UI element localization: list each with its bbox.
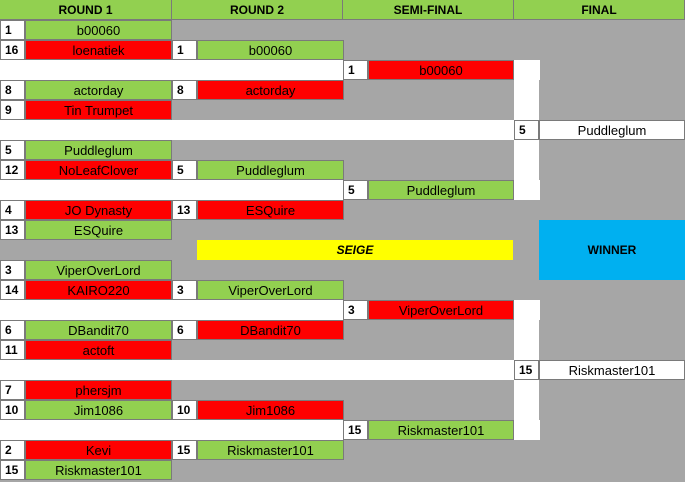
round-2-entry-seed: 6	[172, 320, 197, 340]
semi-final-entry-name: ViperOverLord	[368, 300, 514, 320]
round-1-entry-name: Tin Trumpet	[25, 100, 172, 120]
semi-final-entry-seed: 15	[343, 420, 368, 440]
round-2-entry-name: Puddleglum	[197, 160, 344, 180]
round-2-entry-seed: 5	[172, 160, 197, 180]
round-1-entry-seed: 10	[0, 400, 25, 420]
round-1-entry-seed: 6	[0, 320, 25, 340]
final-entry-seed: 5	[514, 120, 539, 140]
header-round-1: ROUND 1	[0, 0, 172, 20]
round-1-entry-name: KAIRO220	[25, 280, 172, 300]
semi-final-entry-seed: 5	[343, 180, 368, 200]
round-1-entry-seed: 9	[0, 100, 25, 120]
round-2-entry-name: ESQuire	[197, 200, 344, 220]
round-2-entry-seed: 10	[172, 400, 197, 420]
round-1-entry-name: actorday	[25, 80, 172, 100]
round-1-entry-seed: 12	[0, 160, 25, 180]
row-band	[0, 120, 540, 140]
round-2-entry-seed: 15	[172, 440, 197, 460]
round-1-entry-seed: 1	[0, 20, 25, 40]
seige-banner: SEIGE	[197, 240, 513, 260]
round-2-entry-name: actorday	[197, 80, 344, 100]
round-1-entry-name: Jim1086	[25, 400, 172, 420]
round-2-entry-seed: 3	[172, 280, 197, 300]
round-1-entry-seed: 4	[0, 200, 25, 220]
round-1-entry-name: phersjm	[25, 380, 172, 400]
semi-final-entry-name: b00060	[368, 60, 514, 80]
semi-final-entry-name: Riskmaster101	[368, 420, 514, 440]
row-band	[0, 360, 540, 380]
round-1-entry-seed: 5	[0, 140, 25, 160]
round-1-entry-name: actoft	[25, 340, 172, 360]
round-1-entry-seed: 3	[0, 260, 25, 280]
round-1-entry-name: DBandit70	[25, 320, 172, 340]
round-1-entry-seed: 8	[0, 80, 25, 100]
round-1-entry-seed: 14	[0, 280, 25, 300]
round-1-entry-name: ViperOverLord	[25, 260, 172, 280]
round-2-entry-name: ViperOverLord	[197, 280, 344, 300]
round-1-entry-seed: 11	[0, 340, 25, 360]
round-2-entry-seed: 1	[172, 40, 197, 60]
round-1-entry-name: Riskmaster101	[25, 460, 172, 480]
final-entry-seed: 15	[514, 360, 539, 380]
round-2-entry-name: b00060	[197, 40, 344, 60]
round-1-entry-name: JO Dynasty	[25, 200, 172, 220]
semi-final-entry-seed: 3	[343, 300, 368, 320]
round-1-entry-name: NoLeafClover	[25, 160, 172, 180]
round-1-entry-seed: 16	[0, 40, 25, 60]
round-1-entry-seed: 7	[0, 380, 25, 400]
winner-box: WINNER	[539, 220, 685, 280]
round-1-entry-name: Puddleglum	[25, 140, 172, 160]
round-2-entry-name: Jim1086	[197, 400, 344, 420]
round-1-entry-seed: 15	[0, 460, 25, 480]
round-1-entry-name: b00060	[25, 20, 172, 40]
header-semi-final: SEMI-FINAL	[343, 0, 514, 20]
round-1-entry-name: Kevi	[25, 440, 172, 460]
round-2-entry-name: DBandit70	[197, 320, 344, 340]
final-entry-name: Puddleglum	[539, 120, 685, 140]
round-1-entry-name: ESQuire	[25, 220, 172, 240]
final-entry-name: Riskmaster101	[539, 360, 685, 380]
round-1-entry-seed: 13	[0, 220, 25, 240]
round-2-entry-seed: 8	[172, 80, 197, 100]
round-2-entry-seed: 13	[172, 200, 197, 220]
round-2-entry-name: Riskmaster101	[197, 440, 344, 460]
semi-final-entry-name: Puddleglum	[368, 180, 514, 200]
round-1-entry-name: loenatiek	[25, 40, 172, 60]
header-final: FINAL	[514, 0, 685, 20]
header-round-2: ROUND 2	[172, 0, 343, 20]
semi-final-entry-seed: 1	[343, 60, 368, 80]
round-1-entry-seed: 2	[0, 440, 25, 460]
